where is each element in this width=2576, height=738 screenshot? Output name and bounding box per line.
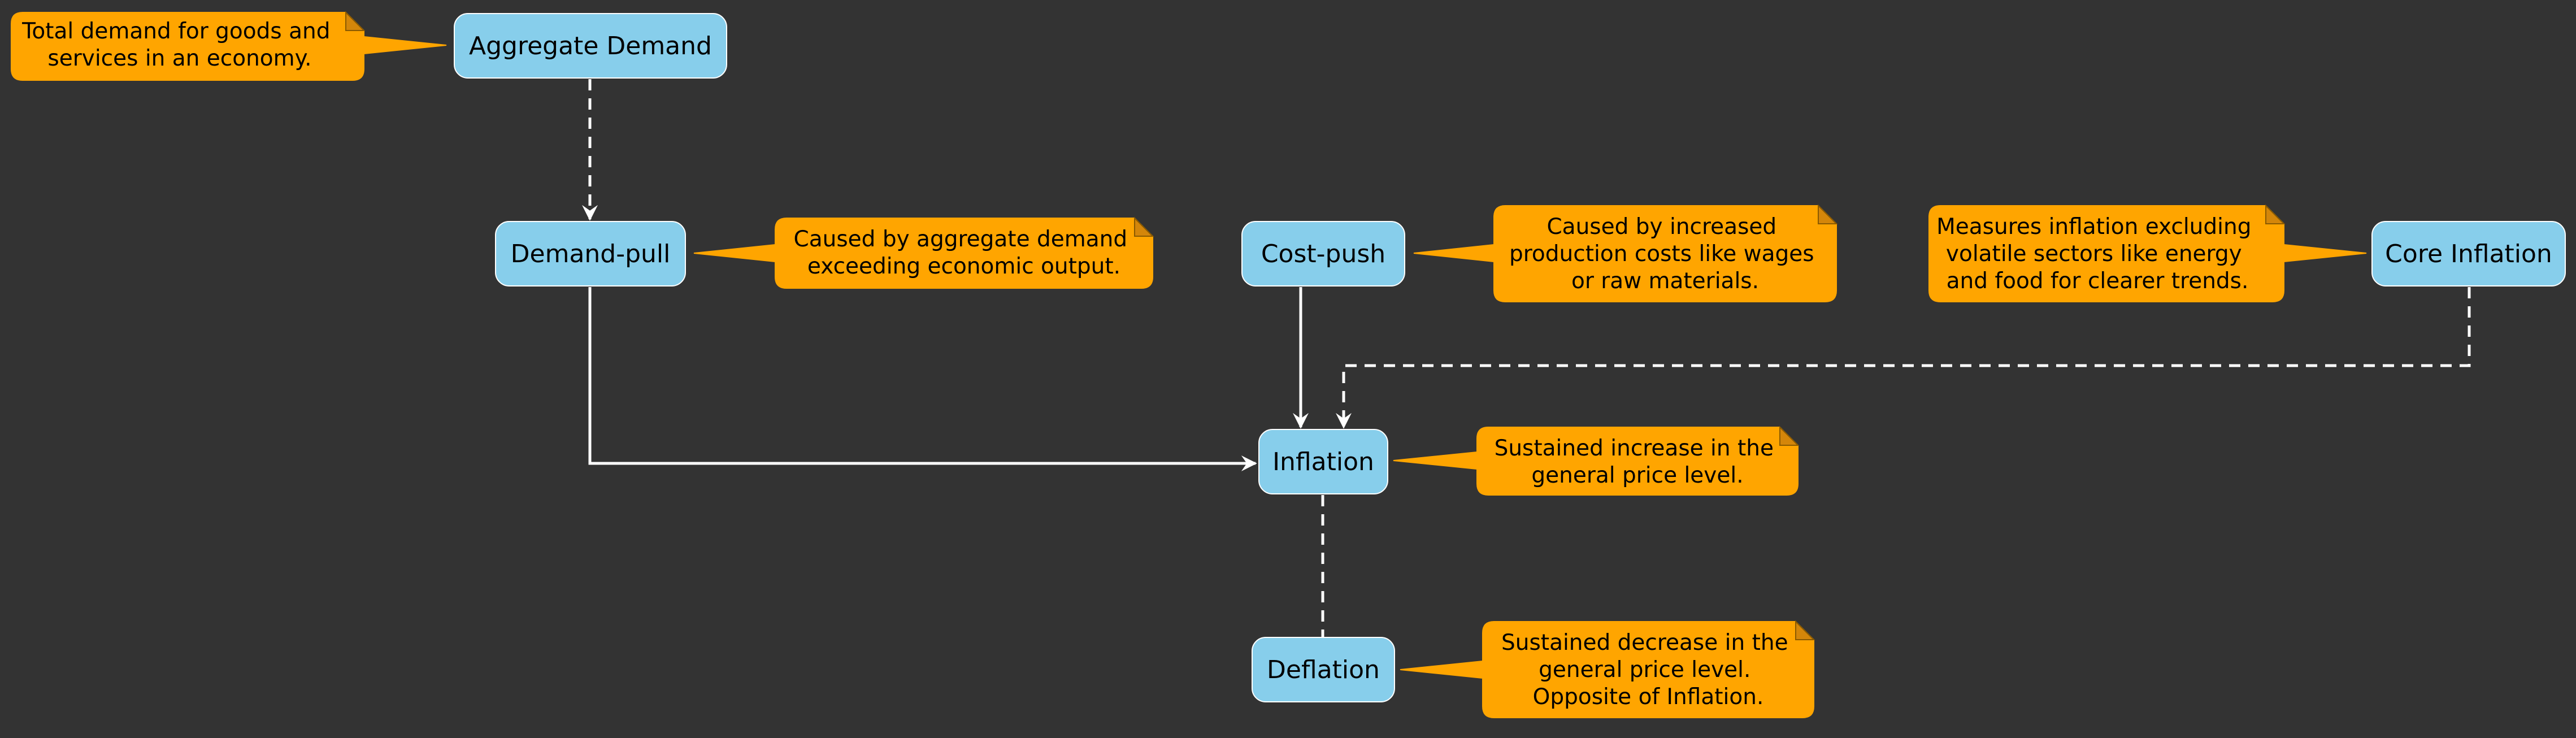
note-aggregate-demand-line-1: Total demand for goods and: [21, 19, 330, 44]
node-deflation[interactable]: Deflation: [1252, 637, 1395, 702]
edge-core-inflation-to-inflation: [1336, 287, 2471, 429]
node-aggregate-demand-label: Aggregate Demand: [469, 32, 712, 60]
note-aggregate-demand: Total demand for goods and services in a…: [11, 11, 447, 81]
note-deflation-line-2: general price level.: [1539, 657, 1750, 683]
note-deflation-shape: [1400, 621, 1814, 718]
note-deflation-line-3: Opposite of Inflation.: [1533, 684, 1764, 710]
note-demand-pull: Caused by aggregate demand exceeding eco…: [693, 216, 1154, 289]
node-demand-pull[interactable]: Demand-pull: [495, 221, 686, 286]
svg-text:Sustained decrease in the: Sustained decrease in the general price …: [1501, 630, 1795, 710]
node-deflation-label: Deflation: [1267, 655, 1380, 684]
svg-text:Total demand for goods and: Total demand for goods and services in a…: [21, 19, 337, 71]
node-core-inflation-box[interactable]: [2371, 221, 2566, 286]
node-inflation[interactable]: Inflation: [1258, 429, 1388, 494]
node-aggregate-demand[interactable]: Aggregate Demand: [454, 13, 727, 79]
note-deflation-line-1: Sustained decrease in the: [1501, 630, 1788, 655]
svg-text:Measures inflation excluding: Measures inflation excluding volatile se…: [1936, 214, 2258, 294]
note-inflation-shape: [1393, 427, 1799, 496]
note-deflation-fold: [1795, 620, 1815, 640]
note-core-inflation-shape: [1928, 205, 2367, 302]
note-cost-push-line-1: Caused by increased: [1547, 214, 1776, 240]
node-inflation-label: Inflation: [1272, 448, 1374, 476]
note-demand-pull-shape: [693, 218, 1153, 289]
note-cost-push-shape: [1413, 205, 1837, 302]
svg-text:Sustained increase in the: Sustained increase in the general price …: [1495, 436, 1781, 488]
note-inflation-line-2: general price level.: [1531, 463, 1743, 488]
note-aggregate-demand-shape: [11, 12, 447, 81]
note-cost-push: Caused by increased production costs lik…: [1413, 204, 1838, 302]
note-core-inflation-fold: [2265, 204, 2286, 224]
node-inflation-box[interactable]: [1258, 429, 1388, 494]
note-demand-pull-fold: [1134, 216, 1154, 237]
note-deflation: Sustained decrease in the general price …: [1400, 620, 1815, 718]
note-cost-push-line-3: or raw materials.: [1571, 268, 1759, 294]
node-cost-push-box[interactable]: [1241, 221, 1405, 286]
note-aggregate-demand-line-2: services in an economy.: [47, 46, 311, 71]
node-cost-push[interactable]: Cost-push: [1241, 221, 1405, 286]
node-aggregate-demand-box[interactable]: [454, 13, 727, 79]
note-core-inflation-line-2: volatile sectors like energy: [1946, 241, 2242, 267]
node-demand-pull-label: Demand-pull: [511, 240, 671, 268]
note-core-inflation-line-1: Measures inflation excluding: [1936, 214, 2251, 240]
notes: Total demand for goods and services in a…: [11, 11, 2367, 718]
edge-demand-pull-to-inflation: [588, 287, 1257, 471]
node-deflation-box[interactable]: [1252, 637, 1395, 702]
note-core-inflation: Measures inflation excluding volatile se…: [1928, 204, 2367, 302]
nodes: Aggregate Demand Demand-pull Cost-push C…: [454, 13, 2566, 702]
note-cost-push-fold: [1818, 204, 1838, 224]
note-aggregate-demand-fold: [345, 11, 366, 31]
node-core-inflation[interactable]: Core Inflation: [2371, 221, 2566, 286]
svg-text:Caused by aggregate demand: Caused by aggregate demand exceeding eco…: [794, 227, 1135, 279]
note-cost-push-line-2: production costs like wages: [1509, 241, 1814, 267]
note-inflation-fold: [1779, 426, 1800, 446]
svg-text:Caused by increased pr: Caused by increased production costs lik…: [1509, 214, 1821, 294]
note-demand-pull-line-2: exceeding economic output.: [807, 254, 1120, 279]
node-demand-pull-box[interactable]: [495, 221, 686, 286]
node-cost-push-label: Cost-push: [1261, 240, 1385, 268]
note-core-inflation-line-3: and food for clearer trends.: [1947, 268, 2249, 294]
note-inflation: Sustained increase in the general price …: [1393, 426, 1800, 496]
edges: [582, 79, 2471, 637]
node-core-inflation-label: Core Inflation: [2385, 240, 2552, 268]
note-demand-pull-line-1: Caused by aggregate demand: [794, 227, 1128, 252]
note-inflation-line-1: Sustained increase in the: [1495, 436, 1774, 461]
